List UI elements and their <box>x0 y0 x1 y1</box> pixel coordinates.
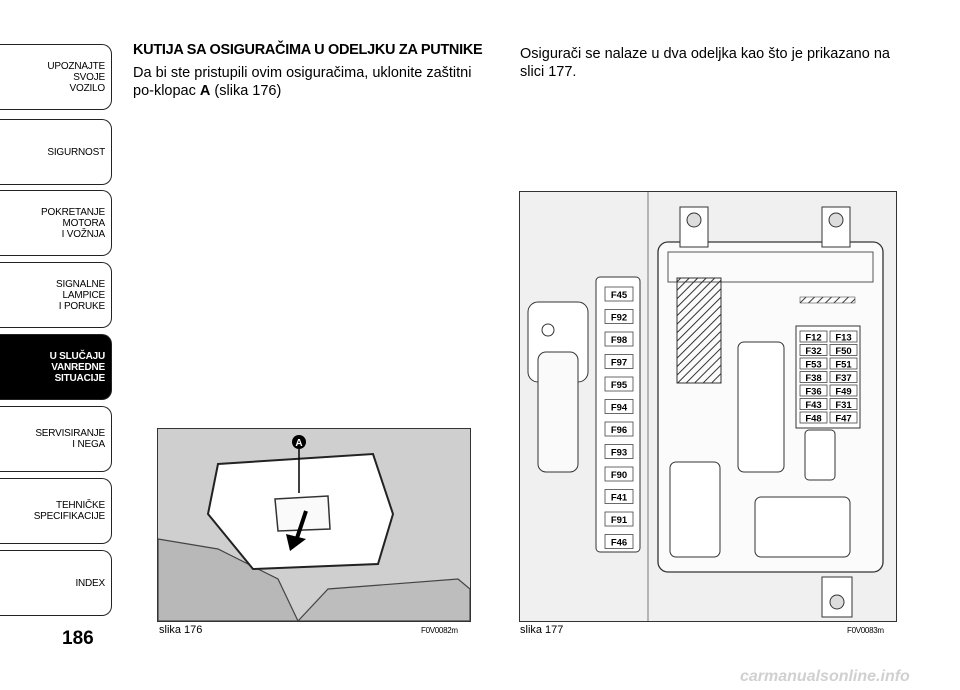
fuse-slot <box>829 398 858 410</box>
tab-signalne-lampice[interactable]: SIGNALNE LAMPICE I PORUKE <box>0 262 112 328</box>
fuse-slot <box>799 398 828 410</box>
fuse-slot <box>799 384 828 397</box>
fuse-label: F36 <box>805 387 821 398</box>
fuse-label: F94 <box>611 403 628 414</box>
fuse-label: F37 <box>835 373 851 384</box>
tab-u-slucaju-vanredne-situacije[interactable]: U SLUČAJU VANREDNE SITUACIJE <box>0 334 112 400</box>
tab-sigurnost[interactable]: SIGURNOST <box>0 119 112 185</box>
fuse-slot <box>604 421 634 437</box>
fuse-label: F43 <box>805 400 821 411</box>
fuse-label: F91 <box>611 515 628 526</box>
fuse-label: F51 <box>835 360 852 371</box>
marker-a-label: A <box>295 438 302 449</box>
fuse-slot <box>829 357 858 370</box>
fuse-slot <box>829 411 858 424</box>
watermark: carmanualsonline.info <box>740 668 910 685</box>
fuse-label: F46 <box>611 538 627 549</box>
fuse-slot <box>799 371 828 383</box>
fuse-slot <box>604 399 634 414</box>
fuse-slot <box>799 330 828 343</box>
figure-176-code: F0V0082m <box>421 626 458 635</box>
fuse-label: F49 <box>835 387 851 398</box>
fuse-label: F38 <box>805 373 821 384</box>
fuse-label: F47 <box>835 414 851 425</box>
fuse-label: F41 <box>611 493 628 504</box>
right-paragraph: Osigurači se nalaze u dva odeljka kao št… <box>520 46 890 80</box>
fuse-slot <box>604 444 634 459</box>
fuse-slot <box>799 411 828 424</box>
fuse-slot <box>604 534 634 549</box>
tab-servisiranje-i-nega[interactable]: SERVISIRANJE I NEGA <box>0 406 112 472</box>
intro-paragraph: Da bi ste pristupili ovim osiguračima, u… <box>133 65 472 99</box>
tab-upoznajte-svoje-vozilo[interactable]: UPOZNAJTE SVOJE VOZILO <box>0 44 112 110</box>
fuse-label: F32 <box>805 346 821 357</box>
fuse-label: F50 <box>835 346 851 357</box>
fuse-label: F13 <box>835 333 851 344</box>
section-heading: KUTIJA SA OSIGURAČIMA U ODELJKU ZA PUTNI… <box>133 42 483 58</box>
fuse-slot <box>604 376 634 392</box>
fuse-label: F90 <box>611 470 627 481</box>
fuse-label: F12 <box>805 333 821 344</box>
fuse-slot <box>829 344 858 356</box>
fuse-label: F45 <box>611 290 628 301</box>
fuse-label: F92 <box>611 313 627 324</box>
figure-176-caption: slika 176 <box>159 624 203 636</box>
fuse-slot <box>604 286 634 302</box>
fuse-label: F31 <box>835 400 852 411</box>
fuse-slot <box>829 330 858 343</box>
fuse-label: F93 <box>611 448 627 459</box>
fuse-slot <box>604 354 634 369</box>
figure-177-code: F0V0083m <box>847 626 884 635</box>
fuse-label: F97 <box>611 358 627 369</box>
tab-pokretanje-motora[interactable]: POKRETANJE MOTORA I VOŽNJA <box>0 190 112 256</box>
figure-177-caption: slika 177 <box>520 624 564 636</box>
page-number: 186 <box>62 628 94 649</box>
fuse-label: F53 <box>805 360 821 371</box>
fuse-slot <box>829 384 858 397</box>
fuse-slot <box>604 309 634 324</box>
fuse-slot <box>799 344 828 356</box>
fuse-label: F48 <box>805 414 821 425</box>
fuse-slot <box>604 511 634 527</box>
fuse-slot <box>829 371 858 383</box>
fuse-slot <box>604 331 634 347</box>
fuse-slot <box>799 357 828 370</box>
fuse-slot <box>604 489 634 504</box>
fuse-label: F98 <box>611 335 627 346</box>
fuse-label: F95 <box>611 380 628 391</box>
fuse-label: F96 <box>611 425 627 436</box>
fuse-slot <box>604 466 634 482</box>
figure-176-illustration: A <box>157 428 471 622</box>
tab-tehnicke-specifikacije[interactable]: TEHNIČKE SPECIFIKACIJE <box>0 478 112 544</box>
tab-index[interactable]: INDEX <box>0 550 112 616</box>
